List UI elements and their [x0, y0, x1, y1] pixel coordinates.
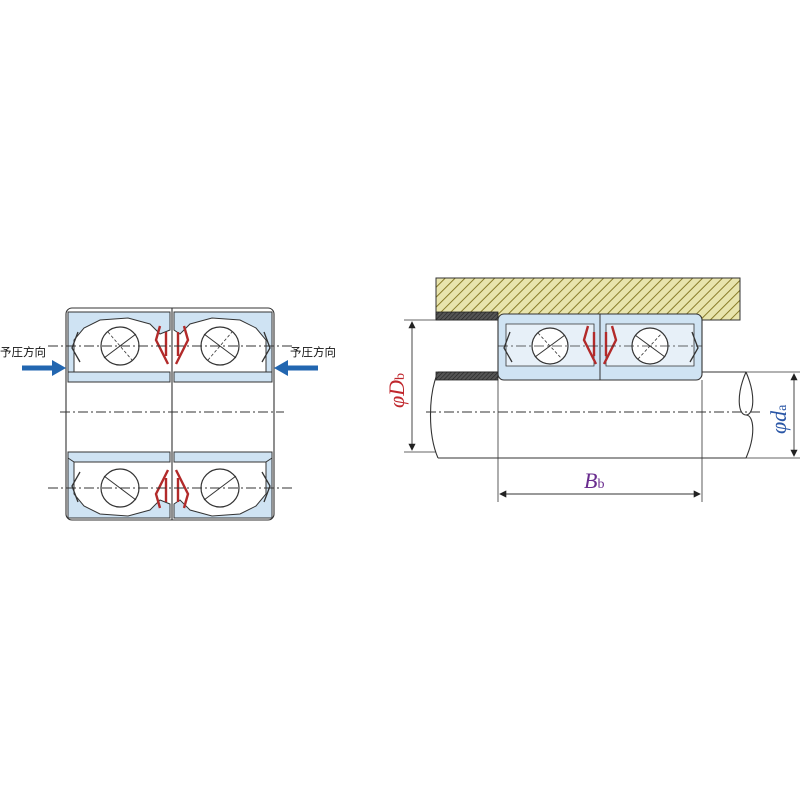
right-seals: [582, 325, 618, 365]
left-upper-seals: [154, 325, 190, 365]
left-upper-side-shields: [71, 331, 271, 363]
left-upper-left-ring: [67, 311, 171, 383]
housing-shoulder: [435, 311, 499, 321]
dim-width: [497, 380, 703, 502]
dim-outer-diameter-label: φDb: [384, 373, 409, 408]
left-center-lines: [48, 345, 292, 489]
right-side-shields: [503, 331, 699, 363]
left-lower-seals: [154, 469, 190, 509]
dim-width-label: Bb: [584, 468, 604, 493]
shaft-shoulder: [435, 371, 499, 381]
shaft: [429, 371, 754, 459]
right-bearing-pair: [497, 313, 703, 381]
dim-shaft-diameter: [746, 371, 800, 459]
left-preload-arrow: [22, 360, 66, 376]
dim-outer-diameter: [404, 319, 436, 453]
preload-direction-label-right: 予圧方向: [290, 345, 336, 359]
left-lower-side-shields: [71, 471, 271, 503]
right-mounting-assembly: φDb φda Bb: [384, 277, 800, 502]
left-lower-left-ring: [67, 451, 171, 519]
dim-shaft-diameter-label: φda: [766, 404, 791, 434]
left-frame: [65, 307, 275, 521]
left-upper-right-ring: [173, 311, 273, 383]
left-bearing-assembly: 予圧方向 予圧方向: [0, 307, 336, 521]
left-lower-right-ring: [173, 451, 273, 519]
right-preload-arrow: [274, 360, 318, 376]
right-ball-1: [531, 327, 569, 365]
preload-direction-label-left: 予圧方向: [0, 345, 46, 359]
